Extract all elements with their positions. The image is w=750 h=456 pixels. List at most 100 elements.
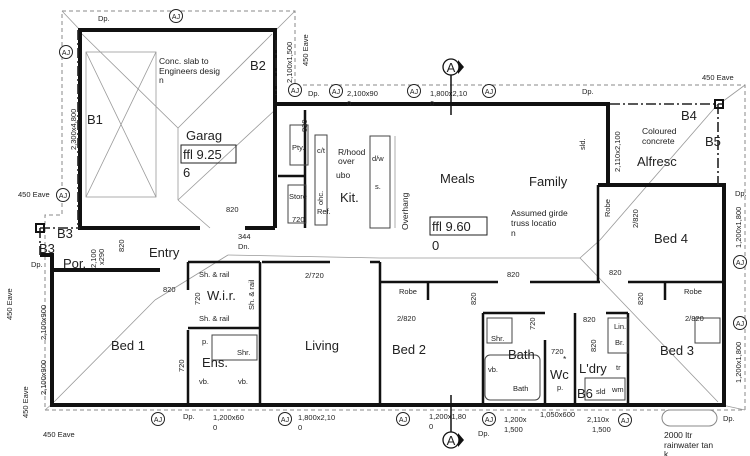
room-entry: Entry: [149, 245, 180, 260]
svg-text:AJ: AJ: [485, 89, 493, 96]
section-marker-bottom: A: [442, 395, 464, 449]
note-slab: Engineers desig: [159, 66, 220, 76]
svg-text:AJ: AJ: [59, 193, 67, 200]
room-bed-4: Bed 4: [654, 231, 688, 246]
label-robe: Robe: [684, 287, 702, 296]
walls: [40, 28, 726, 407]
label-fridge: Ref.: [317, 207, 331, 216]
room-bed-1: Bed 1: [111, 338, 145, 353]
svg-text:AJ: AJ: [62, 50, 70, 57]
door-size: 2/720: [305, 271, 324, 280]
room-bed-3: Bed 3: [660, 343, 694, 358]
beam-labels: B1 B2 B3 B3 B4 B5 B6: [39, 58, 721, 401]
aj-marker: AJ: [288, 83, 302, 97]
door-size: 820: [117, 239, 126, 252]
label-asterisk: *: [563, 354, 567, 364]
room-wc: Wc: [550, 367, 569, 382]
aj-marker: AJ: [733, 316, 747, 330]
svg-text:AJ: AJ: [736, 321, 744, 328]
label-pantry: Pty.: [292, 143, 304, 152]
downpipe-label: Dp.: [183, 412, 195, 421]
label-shelf-rail: Sh. & rail: [199, 314, 230, 323]
room-laundry: L'dry: [579, 361, 607, 376]
window-size: 0: [347, 99, 351, 108]
downpipe-label: Dp.: [478, 429, 490, 438]
door-size: 720: [551, 347, 564, 356]
window-size: 1,200x1,800: [734, 207, 743, 248]
eave-label: 450 Eave: [702, 73, 734, 82]
note-rangehood: over: [338, 156, 355, 166]
svg-text:AJ: AJ: [154, 417, 162, 424]
aj-marker: AJ: [733, 255, 747, 269]
aj-marker: AJ: [278, 412, 292, 426]
door-size: 720: [193, 292, 202, 305]
aj-marker: AJ: [151, 412, 165, 426]
label-vanity: vb.: [199, 377, 209, 386]
note-tank: rainwater tan: [664, 440, 713, 450]
label-shelf-rail: Sh. & rail: [199, 270, 230, 279]
door-size: 820: [300, 119, 309, 132]
eave-label: 450 Eave: [5, 288, 14, 320]
svg-text:A: A: [447, 433, 456, 448]
door-size: 820: [507, 270, 520, 279]
beam-b5: B5: [705, 134, 721, 149]
downpipe-label: Dp.: [582, 87, 594, 96]
door-size: 820: [636, 292, 645, 305]
label-robe-door: 2/820: [631, 209, 640, 228]
eave-label: 450 Eave: [21, 386, 30, 418]
note-slab: Conc. slab to: [159, 56, 209, 66]
label-dishwasher: d/w: [372, 154, 384, 163]
window-size: 2,110x: [587, 415, 609, 424]
kitchen-island: [211, 124, 721, 401]
downpipe-label: Dp.: [31, 260, 43, 269]
room-porch: Por.: [63, 256, 86, 271]
beam-b4: B4: [681, 108, 697, 123]
window-size: 1,050x600: [540, 410, 575, 419]
door-size: 820: [163, 285, 176, 294]
room-bath: Bath: [508, 347, 535, 362]
downpipe-label: Dp.: [735, 189, 747, 198]
label-robe-door: 2/820: [685, 314, 704, 323]
aj-marker: AJ: [396, 412, 410, 426]
articulation-joints: AJ AJ AJ AJ AJ AJ AJ AJ AJ AJ AJ AJ AJ A…: [56, 9, 747, 427]
note-overhang: Overhang: [400, 192, 410, 230]
door-size: 820: [469, 292, 478, 305]
room-ensuite: Ens.: [202, 355, 228, 370]
label-broom: Br.: [615, 338, 624, 347]
door-size: 820: [589, 339, 598, 352]
eave-label: 450 Eave: [43, 430, 75, 439]
ffl-garage: ffl 9.25: [183, 147, 222, 162]
svg-text:AJ: AJ: [410, 89, 418, 96]
room-bed-2: Bed 2: [392, 342, 426, 357]
aj-marker: AJ: [407, 84, 421, 98]
label-store: Store: [289, 192, 307, 201]
eave-label: 450 Eave: [301, 34, 310, 66]
note-tank: k: [664, 449, 669, 456]
note-girder: n: [511, 228, 516, 238]
label-vanity: vb.: [488, 365, 498, 374]
label-washing-machine: wm: [611, 385, 624, 394]
room-labels: Garag Meals Family Alfresc Bed 4 Kit. En…: [63, 128, 694, 382]
beam-b1: B1: [87, 112, 103, 127]
aj-marker: AJ: [329, 84, 343, 98]
window-size: 2,100x90: [347, 89, 378, 98]
label-trough: tr: [616, 363, 621, 372]
door-size: 720: [292, 215, 305, 224]
aj-marker: AJ: [56, 188, 70, 202]
room-alfresco: Alfresc: [637, 154, 677, 169]
downpipe-label: Dp.: [98, 14, 110, 23]
beam-b2: B2: [250, 58, 266, 73]
downpipe-labels: Dp. Dp. Dp. Dp. Dp. Dp. Dp. Dp.: [31, 14, 747, 438]
room-meals: Meals: [440, 171, 475, 186]
door-size: 820: [583, 315, 596, 324]
aj-marker: AJ: [482, 84, 496, 98]
window-size: 2,100x900: [39, 305, 48, 340]
ffl-house-suffix: 0: [432, 238, 439, 253]
downpipe-label: Dp.: [723, 414, 735, 423]
label-shelf-rail: Sh. & rail: [247, 279, 256, 310]
window-size: 2,300x4,800: [69, 109, 78, 150]
note-alfresco: Coloured: [642, 126, 677, 136]
svg-text:AJ: AJ: [281, 417, 289, 424]
stair-down: Dn.: [238, 242, 250, 251]
